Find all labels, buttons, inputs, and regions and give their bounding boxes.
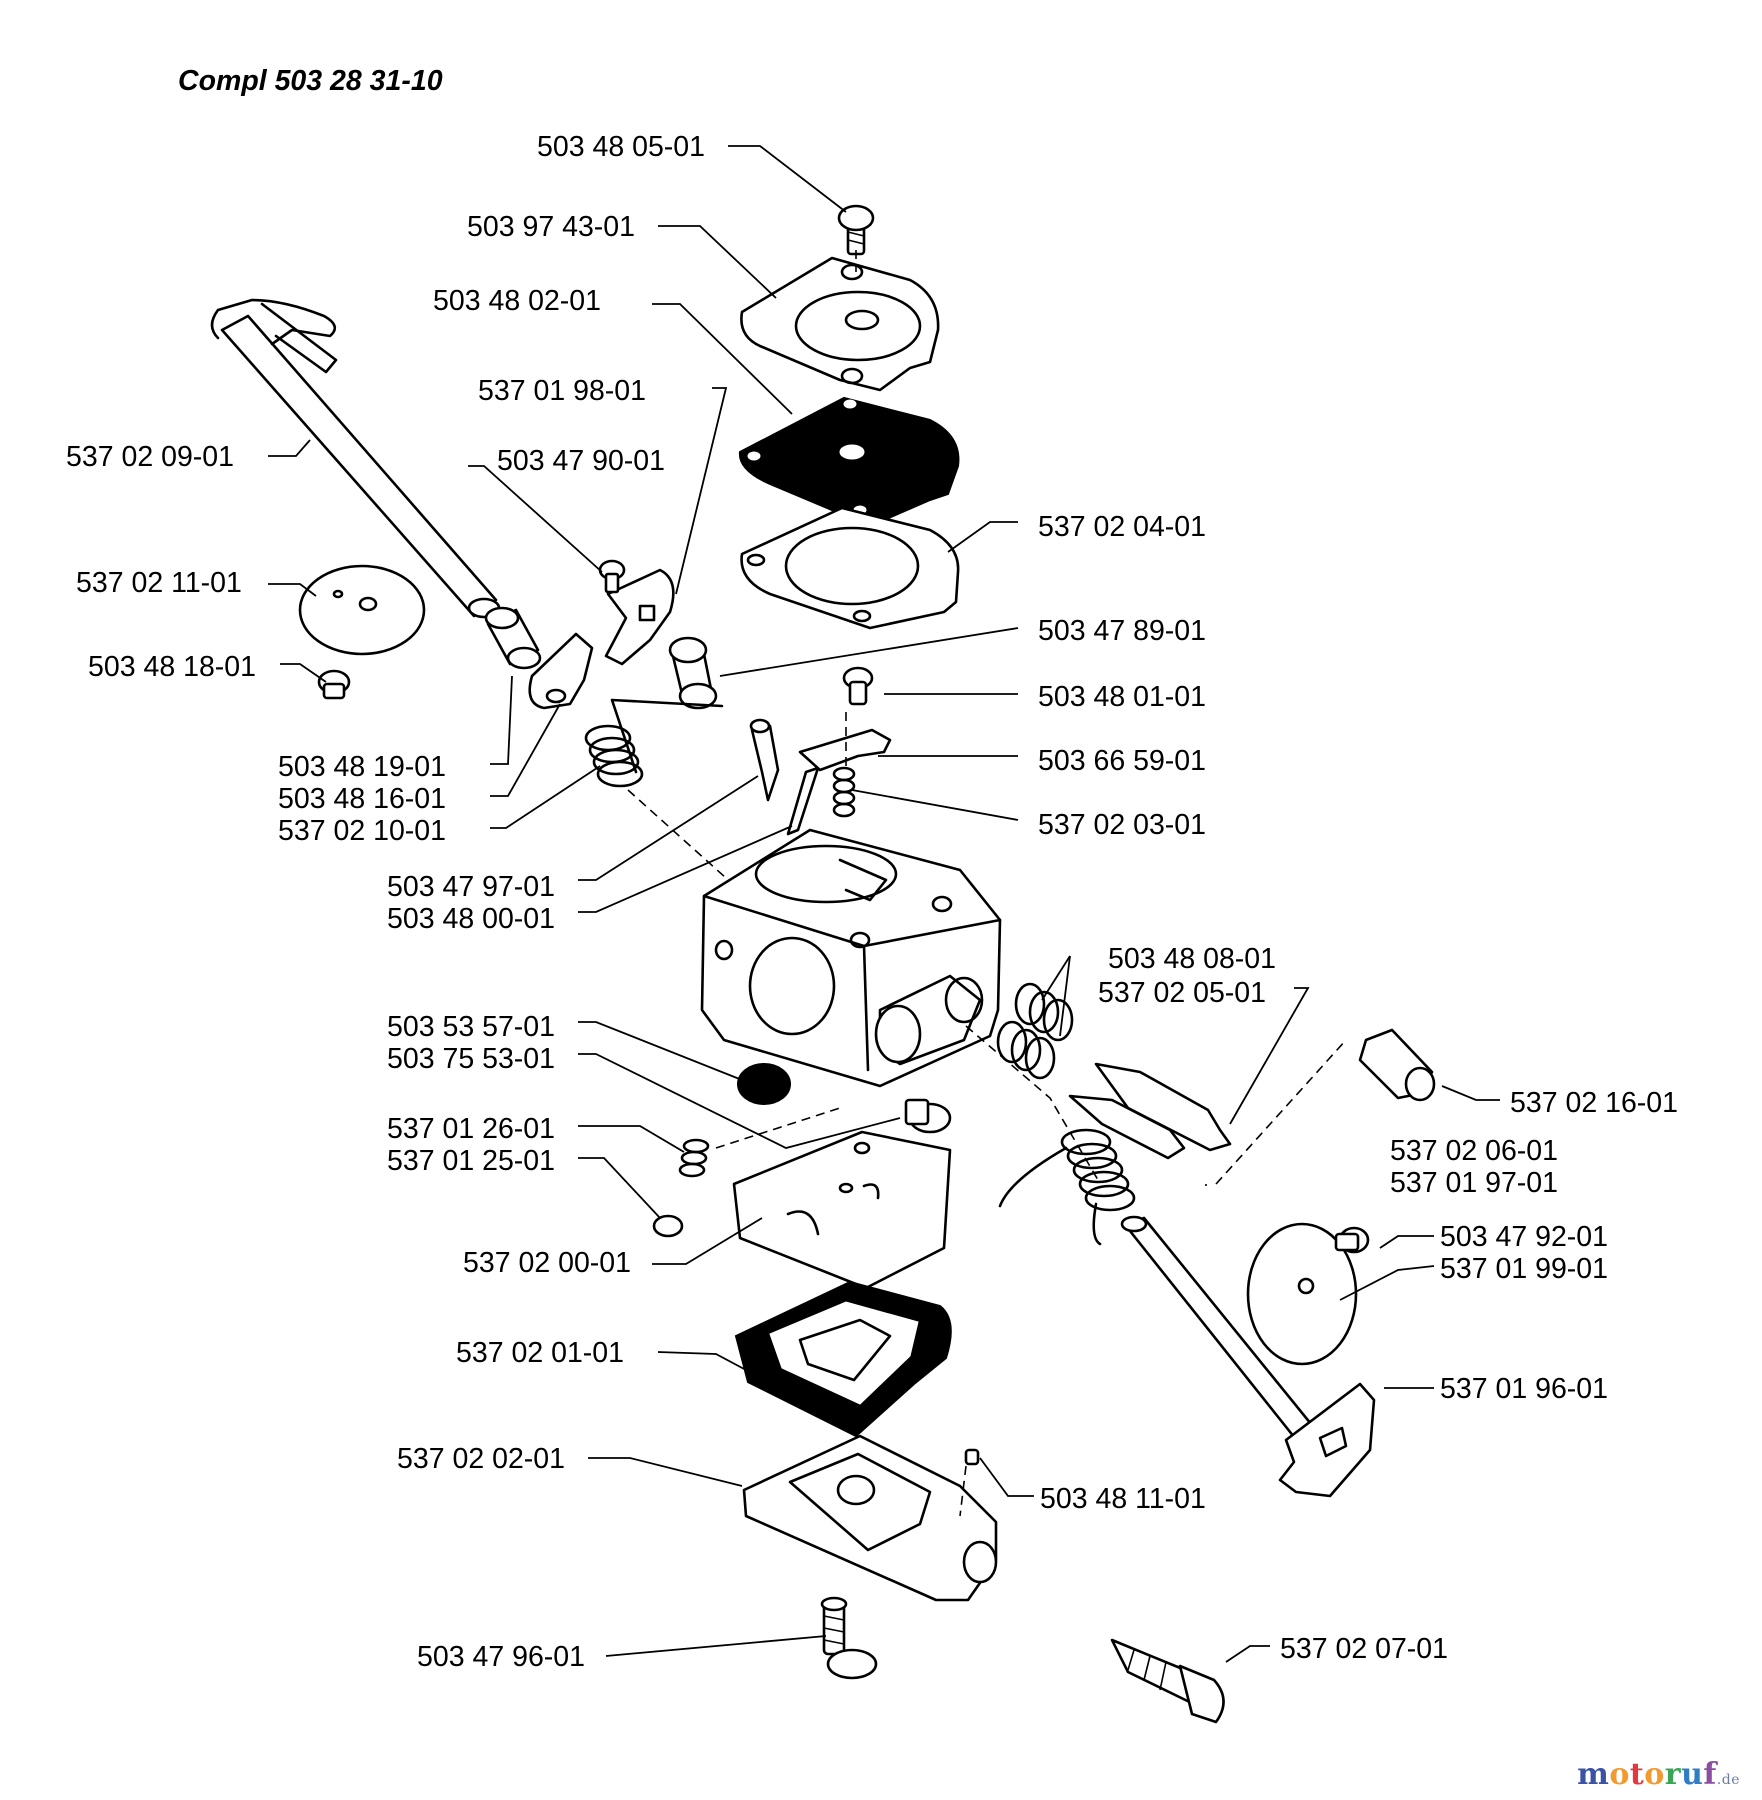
- adjusting-needles: [1068, 1062, 1232, 1160]
- label-503-48-11-01: 503 48 11-01: [1040, 1483, 1206, 1515]
- watermark-suffix: .de: [1716, 1772, 1740, 1788]
- pump-gasket: [740, 506, 960, 630]
- label-537-02-02-01: 537 02 02-01: [397, 1443, 565, 1475]
- lever-pin: [786, 766, 820, 836]
- assembly-title: Compl 503 28 31-10: [178, 65, 443, 97]
- throttle-roller: [668, 636, 718, 710]
- choke-spring: [998, 1128, 1136, 1246]
- top-cover-screw: [837, 204, 875, 256]
- check-valve-spring: [678, 1138, 710, 1178]
- watermark-letter: f: [1703, 1757, 1717, 1792]
- lever-screw-2: [842, 666, 874, 706]
- shaft-bushing: [484, 606, 542, 670]
- label-537-01-99-01: 537 01 99-01: [1440, 1253, 1608, 1285]
- throttle-valve-screw: [317, 669, 351, 700]
- check-ball: [652, 1214, 684, 1238]
- label-503-48-08-01: 503 48 08-01: [1108, 943, 1276, 975]
- throttle-spring: [584, 698, 724, 788]
- adjusting-screw-springs: [996, 982, 1074, 1080]
- label-503-47-90-01: 503 47 90-01: [497, 445, 665, 477]
- watermark-letter: t: [1629, 1757, 1645, 1792]
- label-503-48-19-01: 503 48 19-01: [278, 751, 446, 783]
- label-537-02-07-01: 537 02 07-01: [1280, 1633, 1448, 1665]
- label-537-02-11-01: 537 02 11-01: [76, 567, 242, 599]
- label-537-02-03-01: 537 02 03-01: [1038, 809, 1206, 841]
- limiter-cap: [1358, 1028, 1436, 1102]
- metering-cover: [742, 1434, 998, 1602]
- parts-drawing: [210, 204, 1436, 1724]
- label-503-48-00-01: 503 48 00-01: [387, 903, 555, 935]
- choke-valve: [1246, 1222, 1358, 1366]
- label-503-48-18-01: 503 48 18-01: [88, 651, 256, 683]
- inlet-lever-spring: [832, 766, 856, 818]
- label-537-01-97-01: 537 01 97-01: [1390, 1167, 1558, 1199]
- label-503-47-89-01: 503 47 89-01: [1038, 615, 1206, 647]
- watermark-letter: o: [1644, 1757, 1665, 1792]
- label-503-47-92-01: 503 47 92-01: [1440, 1221, 1608, 1253]
- small-plug: [964, 1448, 980, 1466]
- label-537-02-05-01: 537 02 05-01: [1098, 977, 1266, 1009]
- throttle-lever: [528, 632, 594, 710]
- label-537-02-04-01: 537 02 04-01: [1038, 511, 1206, 543]
- label-503-48-02-01: 503 48 02-01: [433, 285, 601, 317]
- choke-shaft: [1120, 1215, 1376, 1498]
- part-number-labels: 503 48 05-01 503 97 43-01 503 48 02-01 5…: [66, 131, 1678, 1673]
- label-537-02-10-01: 537 02 10-01: [278, 815, 446, 847]
- label-537-02-01-01: 537 02 01-01: [456, 1337, 624, 1369]
- label-503-47-97-01: 503 47 97-01: [387, 871, 555, 903]
- throttle-valve: [298, 564, 426, 656]
- watermark-letter: u: [1681, 1757, 1704, 1792]
- label-503-48-16-01: 503 48 16-01: [278, 783, 446, 815]
- motoruf-watermark-logo: motoruf.de: [1577, 1757, 1740, 1792]
- label-503-47-96-01: 503 47 96-01: [417, 1641, 585, 1673]
- cover-screw: [820, 1596, 878, 1680]
- metering-diaphragm: [732, 1130, 952, 1290]
- watermark-letter: m: [1577, 1757, 1610, 1792]
- label-537-01-26-01: 537 01 26-01: [387, 1113, 555, 1145]
- pump-diaphragm: [738, 396, 960, 528]
- label-537-02-00-01: 537 02 00-01: [463, 1247, 631, 1279]
- inlet-screw: [904, 1098, 952, 1134]
- label-503-97-43-01: 503 97 43-01: [467, 211, 635, 243]
- watermark-letters: motoruf: [1577, 1757, 1717, 1792]
- fuel-filter-screen: [737, 1063, 791, 1105]
- label-537-01-96-01: 537 01 96-01: [1440, 1373, 1608, 1405]
- inlet-needle: [750, 724, 780, 802]
- label-503-66-59-01: 503 66 59-01: [1038, 745, 1206, 777]
- watermark-letter: r: [1664, 1757, 1682, 1792]
- inlet-control-lever: [798, 728, 892, 772]
- carburetor-body: [700, 828, 1002, 1088]
- watermark-letter: o: [1609, 1757, 1630, 1792]
- idle-screw: [1110, 1638, 1225, 1724]
- leader-lines: [268, 145, 1500, 1663]
- assembly-dashed-lines: [627, 250, 1347, 1517]
- choke-valve-screw: [1334, 1226, 1370, 1254]
- label-503-48-05-01: 503 48 05-01: [537, 131, 705, 163]
- label-503-53-57-01: 503 53 57-01: [387, 1011, 555, 1043]
- label-503-48-01-01: 503 48 01-01: [1038, 681, 1206, 713]
- label-537-01-98-01: 537 01 98-01: [478, 375, 646, 407]
- label-537-01-25-01: 537 01 25-01: [387, 1145, 555, 1177]
- label-537-02-09-01: 537 02 09-01: [66, 441, 234, 473]
- label-537-02-16-01: 537 02 16-01: [1510, 1087, 1678, 1119]
- label-537-02-06-01: 537 02 06-01: [1390, 1135, 1558, 1167]
- metering-gasket: [734, 1280, 952, 1438]
- pump-cover: [740, 256, 940, 392]
- label-503-75-53-01: 503 75 53-01: [387, 1043, 555, 1075]
